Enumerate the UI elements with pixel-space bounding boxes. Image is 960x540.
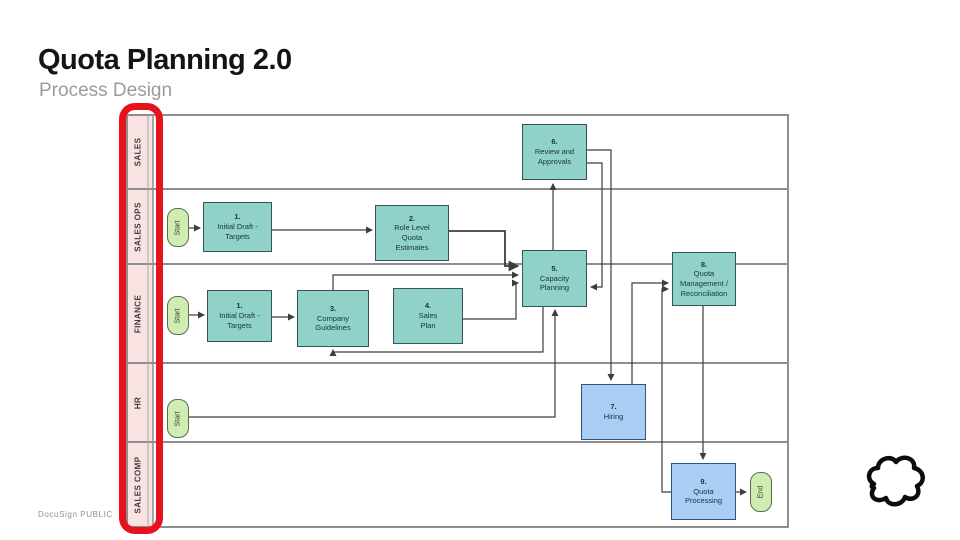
connector-task3-task5 [332,271,519,290]
task-7-label: Hiring [603,412,624,421]
task-6-label: Review and Approvals [534,147,575,166]
connector-task7-task8 [631,279,669,384]
task-6-number: 6. [551,137,558,147]
connector-start-hr-task5 [189,309,559,418]
connector-task9-task8 [661,285,671,493]
task-3-number: 3. [329,303,337,313]
start-node-sales-ops-label: Start [174,220,182,235]
task-4-sales-plan: 4. Sales Plan [393,288,463,344]
cloud-doodle-path [866,455,925,507]
task-9-label: Quota Processing [684,486,723,506]
connector-task6-task5 [587,162,603,291]
task-7-hiring: 7. Hiring [581,384,646,440]
connectors [189,149,747,496]
footer-classification-text: DocuSign PUBLIC [38,510,113,519]
start-node-sales-ops: Start [167,208,189,247]
connector-task2-task5 [449,230,520,272]
end-node: End [750,472,772,512]
connector-task6-task7 [587,149,615,381]
start-node-hr-label: Start [174,411,182,426]
task-2-label: Role Level Quota Estimates [394,223,430,252]
connector-task4-task5 [463,279,519,320]
task-9-quota-processing: 9. Quota Processing [671,463,736,520]
start-node-finance-label: Start [174,308,182,323]
task-6-review-approvals: 6. Review and Approvals [522,124,587,180]
task-1-sales-ops: 1. Initial Draft - Targets [203,202,272,252]
task-3-label: Company Guidelines [315,313,351,333]
page-subtitle: Process Design [39,80,173,101]
start-node-hr: Start [167,399,189,438]
task-2-role-level-quota: 2. Role Level Quota Estimates [375,205,449,261]
connector-task5-task3-feedback [329,307,544,357]
task-8-quota-management: 8. Quota Management / Reconciliation [672,252,736,306]
task-5-number: 5. [551,263,558,273]
task-1-finance-label: Initial Draft - Targets [219,311,260,330]
task-8-number: 8. [700,259,708,269]
start-node-finance: Start [167,296,189,335]
task-5-capacity-planning: 5. Capacity Planning [522,250,587,307]
task-5-label: Capacity Planning [539,273,570,293]
task-9-number: 9. [700,476,707,486]
task-8-label: Quota Management / Reconciliation [680,269,728,298]
red-highlight-annotation [119,103,163,534]
end-node-label: End [757,485,765,499]
lane-label-column [127,115,153,527]
task-2-number: 2. [408,213,416,223]
task-1-finance: 1. Initial Draft - Targets [207,290,272,342]
task-4-label: Sales Plan [418,311,438,330]
cloud-doodle-annotation [866,455,925,507]
page-title: Quota Planning 2.0 [38,44,292,76]
task-7-number: 7. [610,402,617,412]
task-1-finance-number: 1. [236,301,243,311]
task-1-sales-ops-number: 1. [234,212,241,222]
task-3-company-guidelines: 3. Company Guidelines [297,290,369,347]
task-4-number: 4. [424,301,432,311]
task-1-sales-ops-label: Initial Draft - Targets [217,222,258,241]
